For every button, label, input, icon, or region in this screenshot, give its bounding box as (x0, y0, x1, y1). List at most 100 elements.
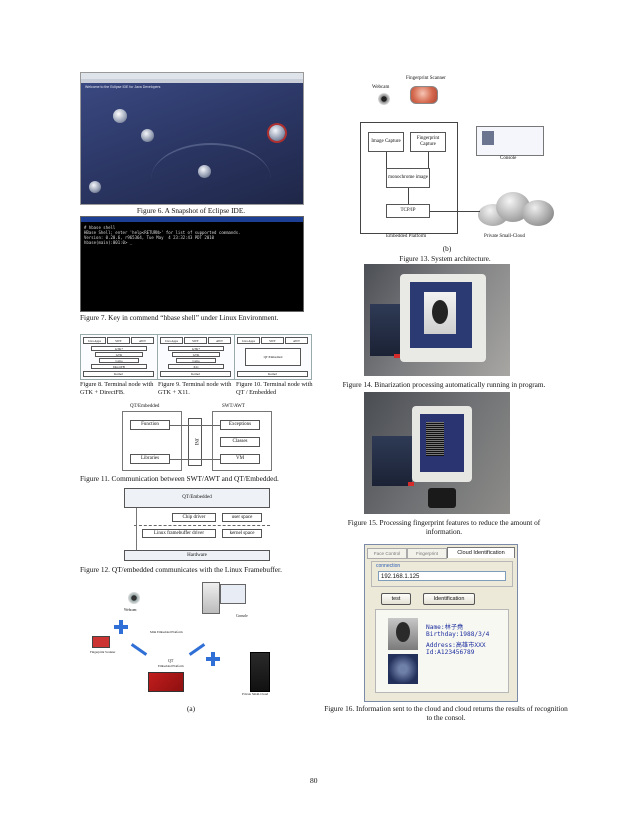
monitor-icon (220, 584, 246, 604)
figure-16-caption: Figure 16. Information sent to the cloud… (324, 704, 568, 722)
workbench-icon (269, 125, 285, 141)
webcam-label: Webcam (124, 608, 137, 612)
terminal-line-3: Version: 0.20.6, r965364, Tue May 4 23:3… (84, 235, 215, 240)
qt-embedded-layer: QT/Embedded (124, 488, 270, 508)
arrow-line-bottom (170, 459, 220, 460)
connection-label: connection (376, 563, 401, 569)
eclipse-screenshot: Welcome to the Eclipse IDE for Java Deve… (80, 72, 304, 205)
fig9-x11: X11 (168, 364, 224, 369)
plus-icon-left (114, 620, 128, 634)
connector-line (136, 508, 137, 550)
fig9-cairo: Cairo (176, 358, 216, 363)
identification-button[interactable]: Identification (423, 593, 475, 605)
fig8-cairo: Cairo (99, 358, 139, 363)
fingerprint-photo (388, 654, 418, 684)
terminal-line-2: HBase Shell; enter 'help<RETURN>' for li… (84, 230, 241, 235)
tab-fingerprint[interactable]: Fingerprint (407, 548, 447, 559)
eclipse-title-bar (81, 73, 303, 79)
decorative-arc (151, 143, 271, 215)
platform-label-b: Embedded Platform (386, 234, 427, 239)
result-panel: Name:林子堯 Birthday:1988/3/4 Address:高雄市XX… (375, 609, 509, 693)
figure-13a-diagram: Webcam Console Mini Embedded Platform Fi… (86, 578, 298, 706)
fingerprint-capture-box: Fingerprint Capture (410, 132, 446, 152)
exceptions-box: Exceptions (220, 420, 260, 430)
figure-9-diagram: Java Apps SWT AWT GTK+ GTK Cairo X11 Ker… (157, 334, 235, 380)
monochrome-image-box: monochrome image (386, 168, 430, 188)
tab-face-control[interactable]: Face Control (367, 548, 407, 559)
link-line (430, 211, 480, 212)
swt-panel (212, 411, 272, 471)
figure-12-caption: Figure 12. QT/embedded communicates with… (80, 565, 282, 574)
hardware-layer: Hardware (124, 550, 270, 561)
cloud-label: Private Small-Cloud (242, 692, 269, 696)
fig9-kernel: Kernel (160, 371, 231, 377)
board-icon-15 (372, 436, 412, 486)
editor-label: Mini Embedded Platform (150, 630, 183, 634)
cloud-label-b: Private Small-Cloud (484, 234, 525, 239)
embedded-platform-frame (360, 122, 458, 234)
fig8-directfb: DirectFB (91, 364, 147, 369)
swt-awt-title: SWT/AWT (222, 404, 245, 409)
console-photo (482, 131, 494, 145)
webcam-label-b: Webcam (372, 85, 390, 90)
ip-input[interactable]: 192.168.1.125 (378, 571, 506, 581)
arrow-right (188, 643, 206, 656)
eclipse-welcome-text: Welcome to the Eclipse IDE for Java Deve… (85, 85, 161, 89)
figure-10-diagram: Java Apps SWT AWT QT/Embedded Kernel (234, 334, 312, 380)
figure-13b-sublabel: (b) (442, 244, 452, 253)
qt-embedded-title: QT/Embedded (130, 404, 160, 409)
console-label: Console (236, 614, 248, 618)
figure-9-caption: Figure 9. Terminal node with GTK + X11. (158, 381, 232, 396)
fig10-java-apps: Java Apps (237, 337, 260, 344)
connection-group: connection 192.168.1.125 (371, 561, 513, 587)
platform-label: Embedded Platform (158, 664, 184, 668)
fig9-swt: SWT (184, 337, 207, 344)
figure-11-diagram: QT/Embedded SWT/AWT Function Libraries E… (122, 404, 272, 471)
fingerprint-scanner-device (428, 488, 456, 508)
user-space-label: user space (222, 513, 262, 522)
overview-icon (113, 109, 127, 123)
tab-cloud-identification[interactable]: Cloud Identification (447, 547, 515, 558)
space-divider (134, 525, 270, 526)
figure-14-photo (364, 264, 510, 376)
fingerprint-scanner-icon (92, 636, 110, 648)
figure-12-diagram: QT/Embedded Chip driver user space Linux… (124, 488, 270, 562)
figure-16-gui: Face Control Fingerprint Cloud Identific… (364, 544, 518, 702)
result-birthday: Birthday:1988/3/4 (426, 631, 490, 638)
terminal-screenshot: # hbase shell HBase Shell; enter 'help<R… (80, 216, 304, 312)
result-id: Id:A123456789 (426, 649, 475, 656)
arrow-left (130, 643, 148, 656)
qt-panel (122, 411, 182, 471)
plus-icon-right (206, 652, 220, 666)
figure-13-caption: Figure 13. System architecture. (399, 254, 491, 263)
red-led (394, 354, 400, 358)
console-label-b: Console (500, 156, 517, 161)
webcam-icon-b (378, 93, 390, 105)
connector-3 (408, 188, 409, 204)
fingerprint-scanner-label: Fingerprint Scanner (90, 650, 116, 654)
fig8-awt: AWT (131, 337, 154, 344)
figure-13a-sublabel: (a) (186, 704, 196, 713)
figure-13b-diagram: Fingerprint Scanner Webcam Image Capture… (350, 76, 566, 246)
figure-8-10-captions: Figure 8. Terminal node with GTK + Direc… (80, 381, 313, 403)
fig10-swt: SWT (261, 337, 284, 344)
classes-box: Classes (220, 437, 260, 447)
terminal-title-bar (81, 217, 303, 222)
tab-bar: Face Control Fingerprint Cloud Identific… (367, 547, 515, 559)
fingerprint-scanner-label-b: Fingerprint Scanner (406, 76, 446, 81)
fig8-kernel: Kernel (83, 371, 154, 377)
cloud-server-icon (250, 652, 270, 692)
terminal-line-4: hbase(main):001:0> _ (84, 240, 133, 245)
fig9-gtk: GTK (172, 352, 220, 357)
figure-15-photo (364, 392, 510, 514)
connector-1 (386, 152, 387, 168)
test-button[interactable]: test (381, 593, 411, 605)
scanner-icon-b (410, 86, 438, 104)
qt-label: QT (168, 658, 174, 663)
fig10-qt-embedded: QT/Embedded (245, 348, 301, 366)
fig9-java-apps: Java Apps (160, 337, 183, 344)
figure-6-caption: Figure 6. A Snapshot of Eclipse IDE. (136, 206, 246, 215)
image-capture-box: Image Capture (368, 132, 404, 152)
fig10-awt: AWT (285, 337, 308, 344)
libraries-box: Libraries (130, 454, 170, 464)
